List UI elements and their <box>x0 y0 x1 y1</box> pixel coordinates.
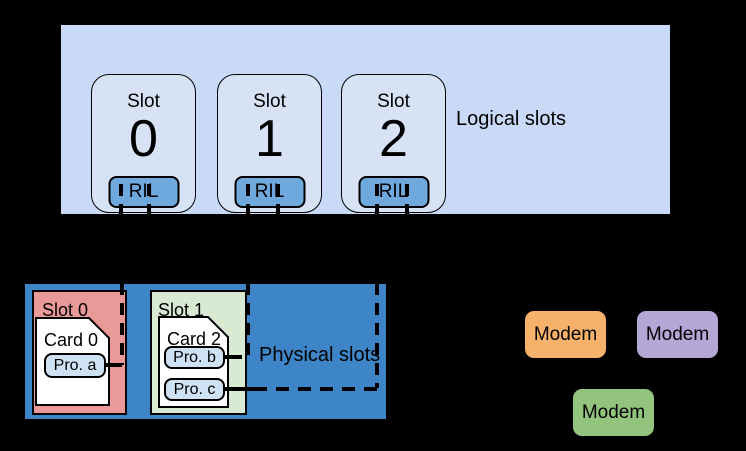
logical-slot-1-title: Slot <box>253 91 286 112</box>
logical-slot-0: Slot 0 RIL <box>91 74 196 213</box>
dashed-connector <box>147 184 151 221</box>
logical-slot-0-number: 0 <box>129 110 158 168</box>
solid-connector-profile-a <box>105 363 122 367</box>
ril-label: RIL <box>128 181 159 202</box>
logical-slot-2-number: 2 <box>379 110 408 168</box>
logical-slots-container: Slot 0 RIL Slot 1 RIL Slot 2 RIL <box>59 23 672 216</box>
physical-slot-0-label: Slot 0 <box>42 300 89 320</box>
solid-connector-profile-b <box>224 355 242 359</box>
logical-slot-2-title: Slot <box>377 91 410 112</box>
dashed-connector <box>276 184 280 221</box>
modem-green: Modem <box>571 387 656 438</box>
logical-slot-0-title: Slot <box>127 91 160 112</box>
card-0-label: Card 0 <box>44 330 99 350</box>
dashed-connector <box>405 184 409 221</box>
logical-slot-1-number: 1 <box>255 110 284 168</box>
modem-orange-label: Modem <box>533 323 598 345</box>
logical-slot-2: Slot 2 RIL <box>341 74 446 213</box>
logical-slots-section-label: Logical slots <box>456 108 567 130</box>
dashed-connector <box>119 184 123 221</box>
card-2-label: Card 2 <box>167 329 222 349</box>
profile-b-label: Pro. b <box>173 348 216 366</box>
dashed-connector-horizontal <box>254 387 377 391</box>
physical-slot-1-label: Slot 1 <box>158 300 205 320</box>
dashed-connector <box>375 184 379 221</box>
ril-label: RIL <box>378 181 409 202</box>
profile-c: Pro. c <box>164 378 225 401</box>
modem-orange: Modem <box>523 309 608 360</box>
modem-purple: Modem <box>635 309 720 360</box>
profile-c-label: Pro. c <box>173 380 216 398</box>
profile-b: Pro. b <box>164 346 225 369</box>
solid-connector-profile-c <box>224 387 254 391</box>
dashed-connector-ril1-profile-b <box>246 283 250 359</box>
dashed-connector <box>246 184 250 221</box>
dashed-connector-ril2-profile-c <box>375 283 379 388</box>
dashed-connector-ril0-profile-a <box>120 283 124 365</box>
profile-a: Pro. a <box>44 353 106 378</box>
logical-slot-1-ril: RIL <box>234 176 305 208</box>
profile-a-label: Pro. a <box>53 356 97 374</box>
modem-green-label: Modem <box>581 401 646 423</box>
modem-purple-label: Modem <box>645 323 710 345</box>
physical-slots-section-label: Physical slots <box>259 344 381 366</box>
logical-slot-1: Slot 1 RIL <box>217 74 322 213</box>
logical-slot-2-ril: RIL <box>358 176 429 208</box>
